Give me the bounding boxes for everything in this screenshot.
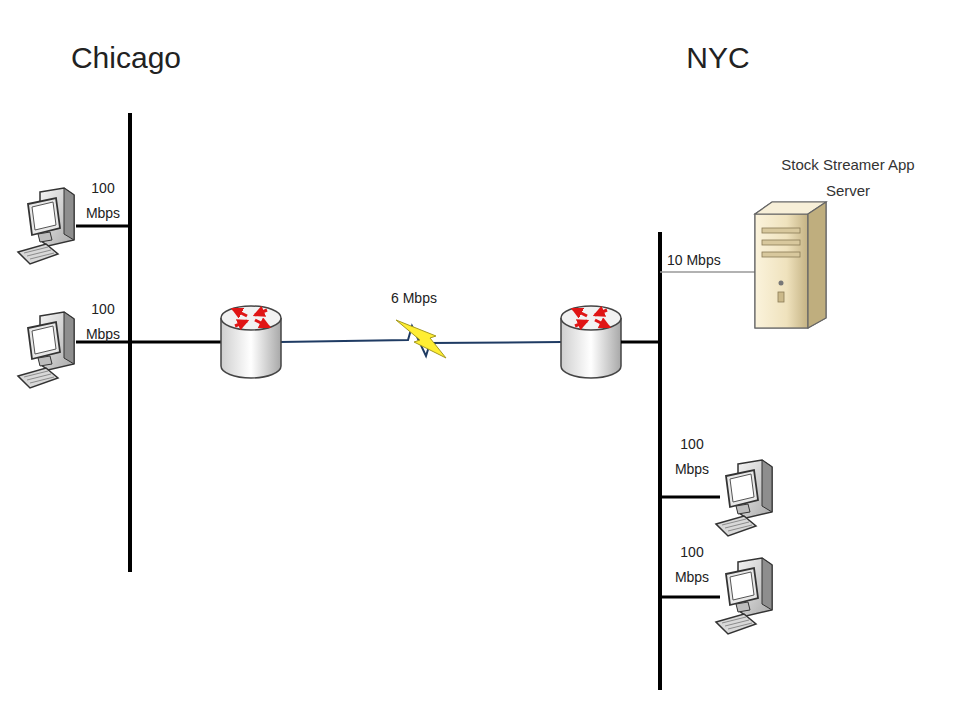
link-speed: 100 Mbps [80,297,126,346]
link-speed: 6 Mbps [374,286,454,311]
link-speed: 100 Mbps [80,176,126,225]
pc-icon [18,312,74,388]
site-title: Chicago [46,38,206,77]
link-speed: 100 Mbps [669,432,715,481]
wan-bolt [396,320,446,358]
server-node: Stock Streamer App Server [772,152,924,207]
pc-icon [716,558,772,634]
pc-link [660,596,720,599]
router-link [621,341,660,344]
link-speed: 100 Mbps [669,540,715,589]
site-title: NYC [658,38,778,77]
server-link [660,271,755,273]
nyc-bus [658,232,662,690]
link-speed: 10 Mbps [667,248,737,273]
pc-icon [18,188,74,264]
router-icon [221,306,281,378]
server-icon [755,202,826,328]
server-heading: Stock Streamer App Server [772,152,924,203]
router-icon [561,306,621,378]
pc-icon [716,460,772,536]
pc-link [76,225,130,228]
pc-link [660,496,720,499]
